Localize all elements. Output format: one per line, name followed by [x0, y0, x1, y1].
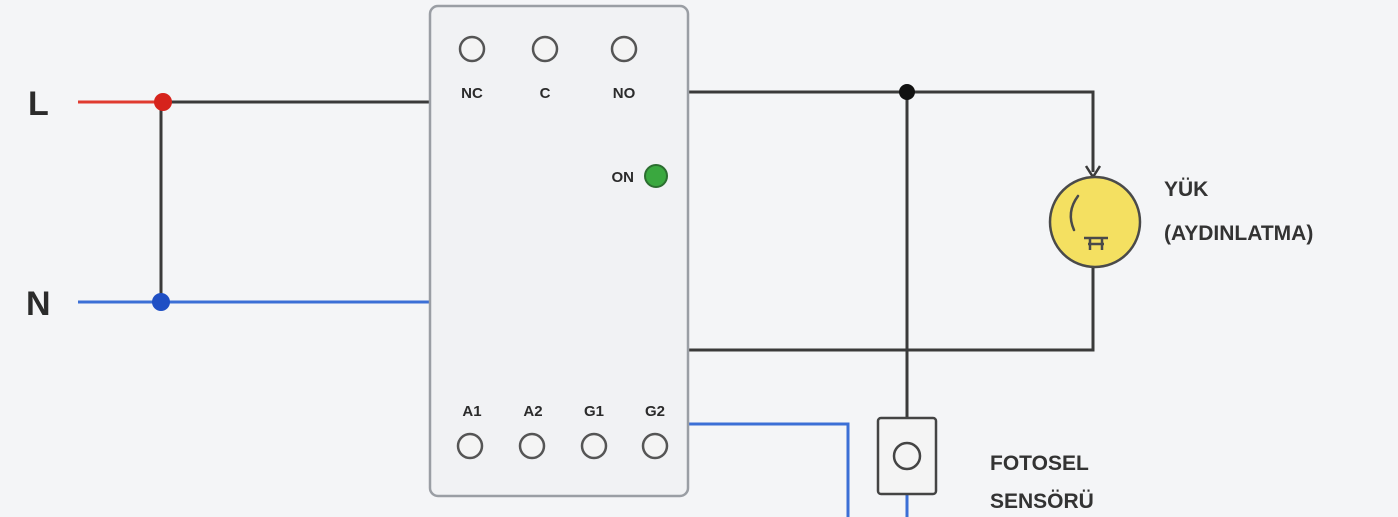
on-indicator-label: ON — [612, 169, 635, 186]
photocell-relay: NC C NO ON A1 A2 G1 G2 — [428, 4, 690, 498]
line-label-l: L — [28, 85, 49, 123]
neutral-junction — [152, 293, 170, 311]
on-indicator-led — [644, 164, 668, 188]
output-junction — [899, 84, 915, 100]
sensor-eye-icon — [892, 441, 922, 471]
lamp-bulb — [1048, 175, 1142, 269]
lamp-filament — [1084, 236, 1108, 250]
wires — [78, 90, 1095, 517]
terminal-nc-label: NC — [461, 85, 483, 102]
terminal-no-screw — [610, 35, 638, 63]
terminal-a2-screw — [518, 432, 546, 460]
sensor-label-line1: FOTOSEL — [990, 452, 1089, 475]
sensor-body — [876, 416, 938, 496]
terminal-c-screw — [531, 35, 559, 63]
terminal-nc-screw — [458, 35, 486, 63]
load-label-line2: (AYDINLATMA) — [1164, 222, 1313, 245]
relay-body — [428, 4, 690, 498]
photocell-sensor — [876, 416, 938, 496]
terminal-g1-screw — [580, 432, 608, 460]
terminal-a2-label: A2 — [523, 403, 542, 420]
sensor-label-line2: SENSÖRÜ — [990, 490, 1094, 513]
live-junction — [154, 93, 172, 111]
no-to-load-wire — [688, 90, 1095, 172]
load-return-wire — [688, 258, 1095, 352]
lamp-icon — [1048, 175, 1142, 269]
g2-to-sensor-wire — [688, 422, 850, 517]
terminal-c-label: C — [540, 85, 551, 102]
terminal-g2-label: G2 — [645, 403, 665, 420]
line-label-n: N — [26, 285, 51, 323]
terminal-no-label: NO — [613, 85, 636, 102]
terminal-a1-screw — [456, 432, 484, 460]
load-label-line1: YÜK — [1164, 178, 1208, 201]
terminal-g1-label: G1 — [584, 403, 604, 420]
terminal-a1-label: A1 — [462, 403, 481, 420]
lamp-reflection — [1069, 194, 1080, 232]
terminal-g2-screw — [641, 432, 669, 460]
